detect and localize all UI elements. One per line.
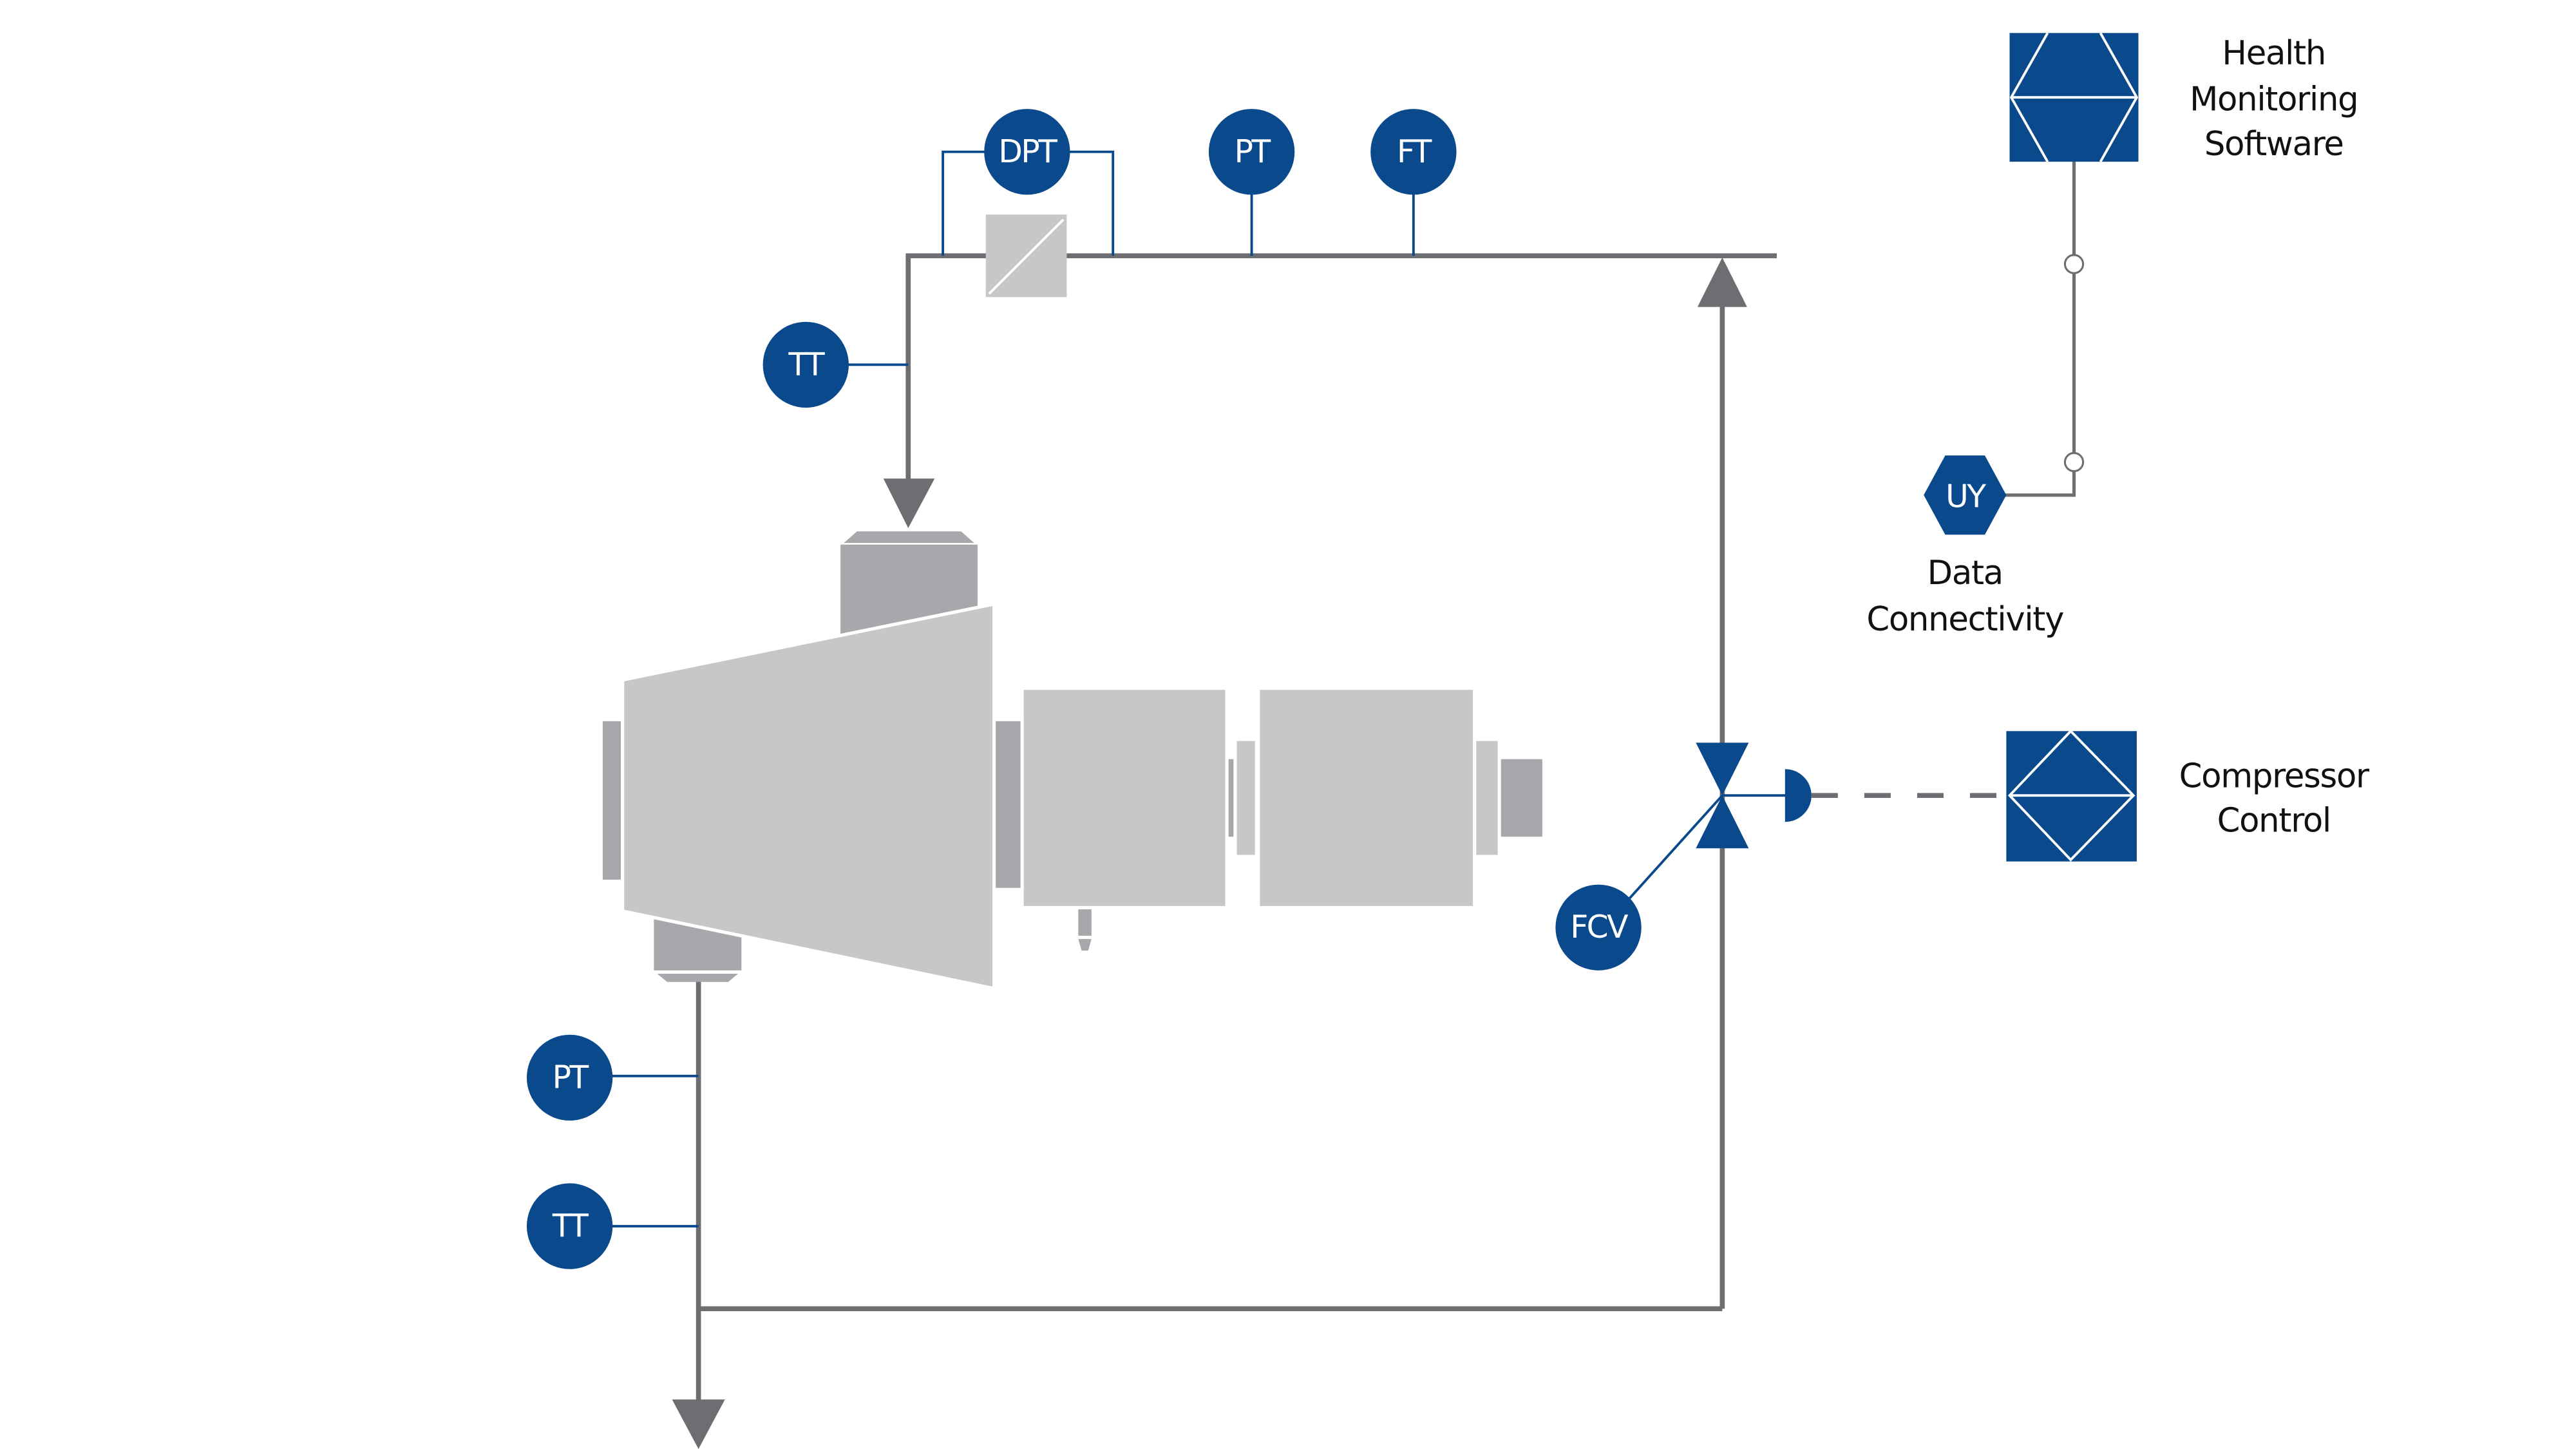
instrument-tag: FCV [1570,909,1628,945]
process-piping [696,253,1777,1403]
data-connectivity-label: Data [1927,554,2003,592]
coupling-hub [1228,759,1234,837]
coupling [1236,741,1255,855]
suction-nozzle-cap [657,973,739,982]
link-node-icon [2063,254,2085,274]
instrument-tag: TT [788,346,825,383]
compressor-casing [621,601,996,991]
control-valve-icon[interactable] [1696,743,1812,849]
data-link-line [2003,162,2076,497]
instrument-fcv[interactable]: FCV [1555,884,1642,971]
data-connectivity-label: Connectivity [1866,600,2063,639]
instrument-tt-suction[interactable]: TT [526,1183,613,1269]
gearbox [1023,690,1226,906]
instrument-tag: PT [1235,134,1271,170]
instrument-dpt[interactable]: DPT [984,109,1070,195]
instrument-pt-suction[interactable]: PT [526,1034,613,1121]
discharge-nozzle-cap [844,531,974,544]
compressor-control-label: Compressor [2179,757,2370,795]
casing-flange [996,721,1021,888]
instrument-tt-discharge[interactable]: TT [762,321,849,408]
health-monitoring-label: Monitoring [2190,80,2358,119]
instrument-tag: PT [553,1059,589,1095]
flow-element [985,214,1067,298]
motor [1260,690,1473,906]
health-monitoring-label: Health [2222,34,2325,73]
health-monitoring-icon[interactable] [2009,32,2139,163]
instrument-tag: TT [552,1208,589,1244]
compressor-control-label: Control [2217,802,2331,840]
motor-shaft-end [1501,759,1542,837]
hexagon-icon [1924,455,2007,535]
instrument-tag: UY [1946,478,1986,515]
instrument-tag: FT [1397,134,1432,170]
arrow-down-icon [883,478,935,529]
compressor-train [602,531,1542,991]
instrument-uy[interactable]: UY [1924,455,2007,535]
instrument-pt-discharge[interactable]: PT [1208,109,1295,195]
arrow-down-icon [672,1399,725,1449]
drain [1078,909,1092,936]
inlet-flange [602,721,621,880]
drain-tip [1078,939,1092,951]
motor-endcap [1476,741,1498,855]
compressor-control-icon[interactable] [2006,730,2137,862]
instrument-tag: DPT [998,134,1057,170]
arrow-up-icon [1697,257,1747,307]
instrument-ft[interactable]: FT [1370,109,1457,195]
valve-actuator-icon [1785,769,1812,822]
discharge-pipe [905,253,1777,482]
link-node-icon [2063,451,2085,473]
health-monitoring-label: Software [2204,125,2344,164]
